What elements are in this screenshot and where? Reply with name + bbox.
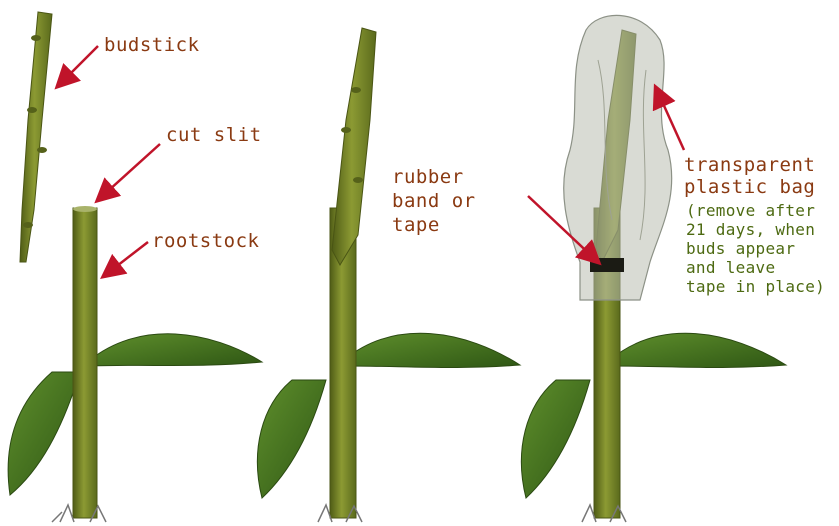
budstick-cutting	[20, 12, 52, 262]
label-note-5: tape in place)	[686, 279, 825, 295]
label-rubber-band-2: band or	[392, 192, 476, 211]
label-note-1: (remove after	[686, 203, 815, 219]
label-bag-2: plastic bag	[684, 178, 815, 197]
label-note-3: buds appear	[686, 241, 795, 257]
label-cut-slit: cut slit	[166, 126, 262, 145]
label-note-2: 21 days, when	[686, 222, 815, 238]
label-rubber-band-1: rubber	[392, 168, 464, 187]
arrow-rootstock	[104, 242, 148, 276]
label-rootstock: rootstock	[152, 232, 259, 251]
label-budstick: budstick	[104, 36, 200, 55]
label-note-4: and leave	[686, 260, 775, 276]
label-rubber-band-3: tape	[392, 216, 440, 235]
plastic-bag	[564, 15, 672, 300]
arrow-budstick	[58, 46, 98, 86]
label-bag-1: transparent	[684, 156, 815, 175]
grafted-plant	[257, 28, 520, 522]
arrow-cut-slit	[98, 144, 160, 200]
